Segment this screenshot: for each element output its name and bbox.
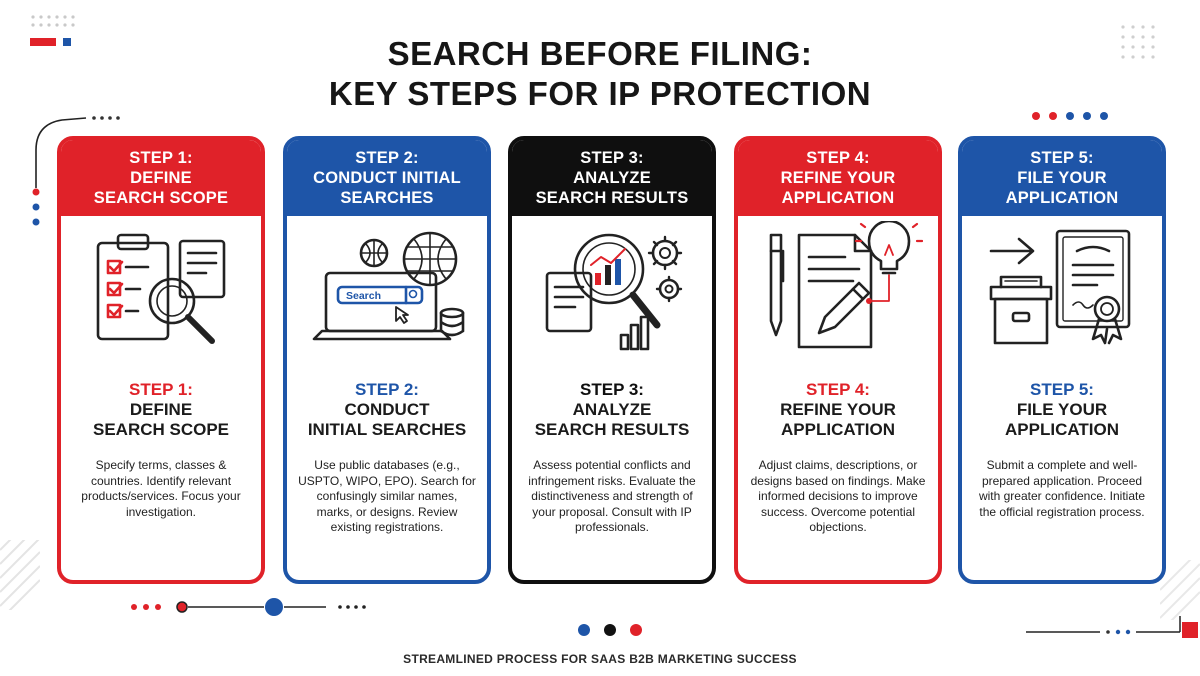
header-title-line-1: ANALYZE	[573, 169, 651, 187]
decor-bottom-left-timeline	[131, 598, 366, 616]
step-description: Specify terms, classes & countries. Iden…	[81, 458, 241, 519]
step-description: Submit a complete and well-prepared appl…	[978, 458, 1146, 519]
footer-tagline: STREAMLINED PROCESS FOR SAAS B2B MARKETI…	[403, 652, 797, 666]
header-title-line-1: CONDUCT INITIAL	[313, 169, 461, 187]
header-title-line-2: APPLICATION	[1005, 189, 1119, 207]
decor-hatch-left	[0, 540, 40, 610]
step-title-line-1: ANALYZE	[572, 400, 652, 419]
header-title-line-1: DEFINE	[130, 169, 192, 187]
header-title-line-1: FILE YOUR	[1017, 169, 1107, 187]
step-title-line-2: SEARCH RESULTS	[534, 420, 690, 439]
step-label: STEP 4:	[806, 380, 870, 399]
step-card-5: STEP 5: FILE YOUR APPLICATION STEP 5: FI…	[958, 136, 1166, 584]
file-box-certificate-icon	[962, 216, 1162, 366]
chart-magnifier-gears-icon	[512, 216, 712, 366]
step-card-4: STEP 4: REFINE YOUR APPLICATION STEP 4: …	[734, 136, 942, 584]
decor-dot-grid-top-right	[1121, 25, 1155, 59]
laptop-search-globe-icon: Search	[287, 216, 487, 366]
step-label: STEP 3:	[580, 380, 644, 399]
decor-bottom-center-dots	[578, 624, 642, 636]
header-step-label: STEP 2:	[355, 149, 419, 167]
step-title-line-1: FILE YOUR	[1016, 400, 1108, 419]
header-step-label: STEP 3:	[580, 149, 644, 167]
step-label: STEP 2:	[355, 380, 419, 399]
step-card-header: STEP 3: ANALYZE SEARCH RESULTS	[512, 140, 712, 216]
header-title-line-2: SEARCH RESULTS	[535, 189, 689, 207]
decor-left-connector	[32, 116, 120, 226]
step-title-line-2: APPLICATION	[781, 420, 895, 439]
step-title-line-2: INITIAL SEARCHES	[307, 420, 467, 439]
step-label: STEP 1:	[129, 380, 193, 399]
decor-dot-grid-top-left	[31, 15, 75, 27]
header-title-line-2: SEARCHES	[340, 189, 434, 207]
step-card-header: STEP 4: REFINE YOUR APPLICATION	[738, 140, 938, 216]
header-title-line-2: APPLICATION	[781, 189, 895, 207]
step-description: Assess potential conflicts and infringem…	[528, 458, 696, 534]
step-title-line-1: REFINE YOUR	[780, 400, 896, 419]
step-label: STEP 5:	[1030, 380, 1094, 399]
header-step-label: STEP 5:	[1030, 149, 1094, 167]
header-step-label: STEP 1:	[129, 149, 193, 167]
step-card-3: STEP 3: ANALYZE SEARCH RESULTS STEP 3: A…	[508, 136, 716, 584]
header-step-label: STEP 4:	[806, 149, 870, 167]
step-description: Adjust claims, descriptions, or designs …	[750, 458, 926, 534]
step-title-line-2: SEARCH SCOPE	[92, 420, 230, 439]
step-title: REFINE YOUR APPLICATION	[738, 400, 938, 440]
step-title: DEFINE SEARCH SCOPE	[61, 400, 261, 440]
header-title-line-2: SEARCH SCOPE	[93, 189, 229, 207]
step-title: FILE YOUR APPLICATION	[962, 400, 1162, 440]
step-card-header: STEP 5: FILE YOUR APPLICATION	[962, 140, 1162, 216]
step-card-1: STEP 1: DEFINE SEARCH SCOPE STEP 1: DEFI…	[57, 136, 265, 584]
step-card-header: STEP 2: CONDUCT INITIAL SEARCHES	[287, 140, 487, 216]
clipboard-magnifier-icon	[61, 216, 261, 366]
decor-hatch-right	[1160, 560, 1200, 620]
step-card-2: STEP 2: CONDUCT INITIAL SEARCHES Search …	[283, 136, 491, 584]
step-card-header: STEP 1: DEFINE SEARCH SCOPE	[61, 140, 261, 216]
page-title: SEARCH BEFORE FILING: KEY STEPS FOR IP P…	[0, 34, 1200, 114]
title-line-2: KEY STEPS FOR IP PROTECTION	[328, 75, 872, 112]
decor-bottom-right-connector	[1026, 616, 1198, 638]
header-title-line-1: REFINE YOUR	[780, 169, 896, 187]
step-title-line-1: CONDUCT	[344, 400, 430, 419]
title-line-1: SEARCH BEFORE FILING:	[387, 35, 813, 72]
decor-right-dots	[1032, 112, 1108, 120]
search-box-label: Search	[346, 290, 381, 302]
step-title: ANALYZE SEARCH RESULTS	[512, 400, 712, 440]
step-title-line-1: DEFINE	[129, 400, 193, 419]
step-description: Use public databases (e.g., USPTO, WIPO,…	[298, 458, 476, 534]
step-title-line-2: APPLICATION	[1005, 420, 1119, 439]
document-pen-lightbulb-icon	[738, 216, 938, 366]
step-title: CONDUCT INITIAL SEARCHES	[287, 400, 487, 440]
